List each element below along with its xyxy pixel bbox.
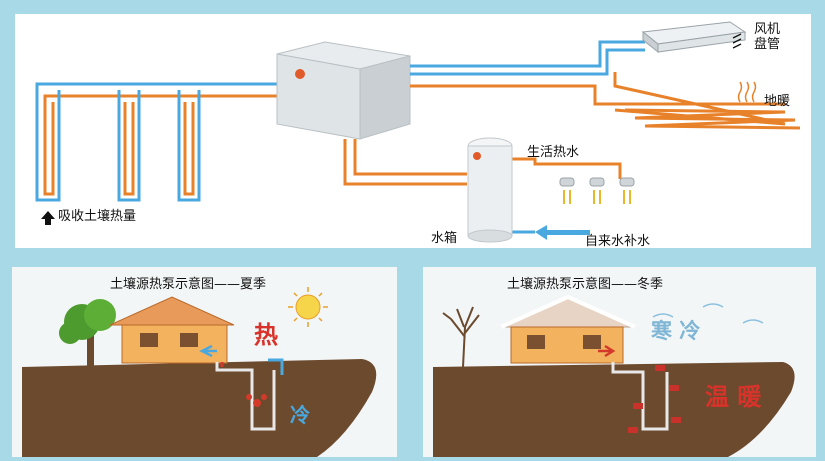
ground-loop-orange: [43, 94, 290, 196]
summer-soil: [22, 359, 377, 457]
tank-label: 水箱: [431, 231, 458, 246]
floor-heating-label: 地暖: [764, 94, 791, 109]
summer-hot-label: 热: [254, 320, 278, 349]
heat-block-icons: [628, 365, 681, 433]
airflow-icon: [732, 33, 742, 49]
house-icon: [109, 296, 235, 364]
summer-heat-swirl-icon: [246, 394, 267, 407]
winter-flow-arrow-icon: [598, 344, 616, 358]
winter-cold-label: 寒 冷: [651, 318, 701, 343]
bare-tree-icon: [442, 306, 480, 368]
winter-title: 土壤源热泵示意图——冬季: [507, 277, 664, 292]
makeup-water-arrow: [535, 225, 590, 240]
winter-soil: [433, 362, 795, 457]
summer-return-arrow-icon: [268, 358, 284, 375]
water-tank: [467, 137, 513, 243]
summer-cold-label: 冷: [290, 403, 310, 427]
winter-warm-label: 温 暖: [705, 382, 762, 411]
summer-illustration: [22, 287, 377, 457]
system-piping-diagram: [35, 21, 801, 243]
top-system-panel: 风机 盘管 地暖 生活热水 水箱 自来水补水 吸收土壤热量: [15, 14, 811, 249]
hot-water-label: 生活热水: [527, 145, 580, 160]
summer-title: 土壤源热泵示意图——夏季: [110, 277, 267, 292]
tank-pipes: [343, 139, 622, 234]
winter-illustration: [433, 294, 795, 457]
winter-panel: 土壤源热泵示意图——冬季 寒 冷 温 暖: [423, 267, 816, 457]
shower-heads: [559, 177, 635, 187]
makeup-water-label: 自来水补水: [585, 234, 651, 249]
summer-ground-pipe: [215, 362, 276, 431]
supply-pipes: [410, 40, 786, 126]
floor-heating-coil: [624, 108, 801, 130]
ground-loop-blue: [35, 82, 290, 202]
snowy-house-icon: [500, 294, 636, 364]
absorb-heat-arrow-icon: [41, 211, 55, 225]
tree-icon: [59, 299, 116, 367]
absorb-heat-label: 吸收土壤热量: [58, 209, 137, 224]
winter-ground-pipe: [611, 362, 669, 431]
warmth-wave-icon: [737, 81, 757, 103]
shower-water-drops: [563, 190, 631, 204]
heat-pump-unit: [276, 41, 411, 140]
fan-coil-label: 风机 盘管: [754, 22, 781, 52]
fan-coil-unit: [641, 21, 747, 54]
sun-icon: [288, 287, 328, 327]
summer-flow-arrow-icon: [199, 344, 217, 358]
summer-panel: 土壤源热泵示意图——夏季 热 冷: [12, 267, 397, 457]
cold-wind-icon: [652, 303, 764, 324]
